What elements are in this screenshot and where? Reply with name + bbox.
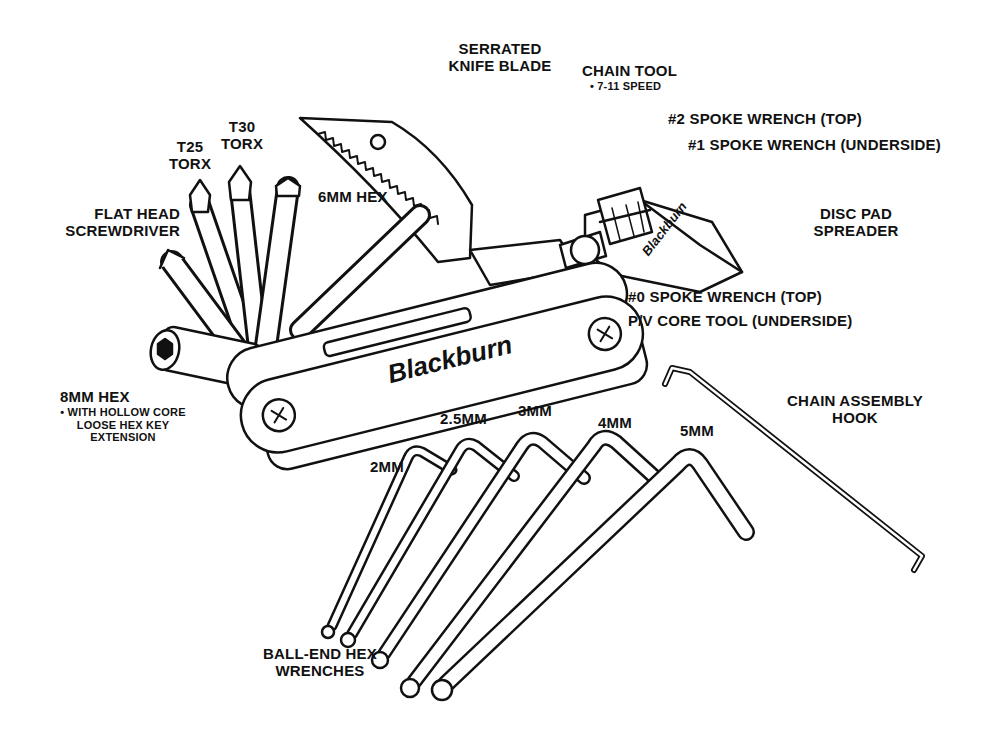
part-label: #2 SPOKE WRENCH (TOP) <box>668 110 888 127</box>
part-label: 8MM HEX <box>60 388 160 405</box>
part-label: T30 TORX <box>220 118 264 153</box>
size-label: 3MM <box>518 402 568 419</box>
part-label: BALL-END HEX WRENCHES <box>250 645 390 680</box>
part-label: P/V CORE TOOL (UNDERSIDE) <box>628 312 888 329</box>
part-note: • WITH HOLLOW CORE LOOSE HEX KEY EXTENSI… <box>48 406 198 444</box>
size-label: 4MM <box>598 414 648 431</box>
part-label: CHAIN ASSEMBLY HOOK <box>780 392 930 427</box>
part-label: CHAIN TOOL <box>582 62 692 79</box>
part-label: FLAT HEAD SCREWDRIVER <box>60 205 180 240</box>
part-label: 6MM HEX <box>318 188 408 205</box>
size-label: 5MM <box>680 422 730 439</box>
part-label: SERRATED KNIFE BLADE <box>440 40 560 75</box>
part-note: • 7-11 SPEED <box>590 80 700 93</box>
hex-wrenches <box>322 438 746 700</box>
size-label: 2MM <box>370 458 420 475</box>
part-label: DISC PAD SPREADER <box>806 205 906 240</box>
part-label: #1 SPOKE WRENCH (UNDERSIDE) <box>688 136 948 153</box>
part-label: T25 TORX <box>168 138 212 173</box>
part-label: #0 SPOKE WRENCH (TOP) <box>628 288 868 305</box>
size-label: 2.5MM <box>440 410 500 427</box>
